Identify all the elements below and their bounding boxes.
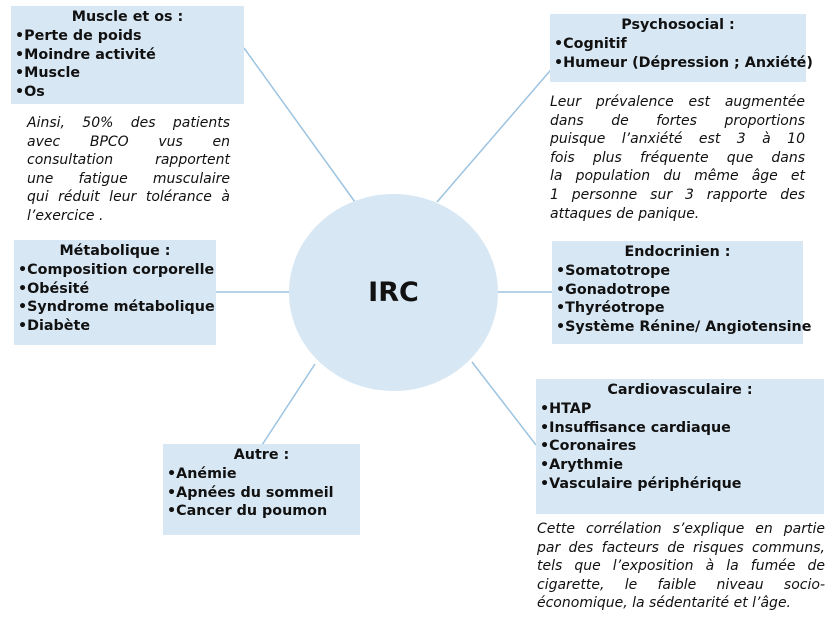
list-item: Coronaires (540, 437, 820, 456)
list-item: Thyréotrope (556, 299, 799, 318)
note-line: dans de fortes proportions (550, 112, 805, 129)
box-title: Cardiovasculaire : (607, 382, 753, 398)
list-item: Vasculaire périphérique (540, 475, 820, 494)
box-cardiovasculaire: Cardiovasculaire : HTAP Insuffisance car… (536, 379, 824, 514)
item-list: Anémie Apnées du sommeil Cancer du poumo… (167, 465, 356, 521)
list-item: Système Rénine/ Angiotensine (556, 318, 811, 337)
center-node-irc: IRC (289, 194, 498, 391)
box-muscle-os: Muscle et os : Perte de poids Moindre ac… (11, 6, 244, 104)
list-item: Humeur (Dépression ; Anxiété) (554, 54, 813, 73)
list-item: Insuffisance cardiaque (540, 419, 820, 438)
box-endocrinien: Endocrinien : Somatotrope Gonadotrope Th… (552, 241, 811, 344)
note-line: Ainsi, 50% des patients (27, 115, 230, 131)
list-item: Cancer du poumon (167, 502, 356, 521)
list-item: Composition corporelle (18, 261, 214, 280)
list-item: Apnées du sommeil (167, 484, 356, 503)
connector-muscle (243, 47, 356, 203)
item-list: Cognitif Humeur (Dépression ; Anxiété) (554, 35, 813, 73)
list-item: Anémie (167, 465, 356, 484)
box-title: Autre : (233, 447, 290, 463)
box-psychosocial: Psychosocial : Cognitif Humeur (Dépressi… (550, 14, 813, 82)
note-line: qui réduit leur tolérance à (27, 189, 230, 206)
note-line: attaques de panique. (550, 205, 700, 222)
note-line: avec BPCO vus en (27, 133, 230, 150)
note-cardiovasculaire: Cette corrélation s’explique en partie p… (537, 520, 825, 613)
list-item: Gonadotrope (556, 281, 799, 300)
note-line: puisque l’anxiété est 3 à 10 (550, 131, 805, 148)
item-list: HTAP Insuffisance cardiaque Coronaires A… (540, 400, 820, 494)
box-title: Psychosocial : (621, 17, 735, 33)
note-line: l’exercice . (27, 207, 104, 224)
connector-cardio (471, 361, 537, 446)
list-item: Moindre activité (15, 46, 240, 65)
list-item: Cognitif (554, 35, 802, 54)
note-line: consultation rapportent (27, 152, 230, 169)
list-item: HTAP (540, 400, 820, 419)
list-item: Obésité (18, 280, 212, 299)
note-line: 1 personne sur 3 rapporte des (550, 186, 805, 203)
box-autre: Autre : Anémie Apnées du sommeil Cancer … (163, 444, 360, 535)
list-item: Perte de poids (15, 27, 240, 46)
box-title: Muscle et os : (71, 9, 184, 25)
note-muscle: Ainsi, 50% des patients avec BPCO vus en… (27, 114, 230, 226)
box-title: Endocrinien : (624, 244, 731, 260)
box-metabolique: Métabolique : Composition corporelle Obé… (14, 240, 216, 345)
item-list: Composition corporelle Obésité Syndrome … (18, 261, 215, 336)
connector-autre (261, 363, 316, 446)
center-label: IRC (368, 277, 419, 308)
item-list: Somatotrope Gonadotrope Thyréotrope Syst… (556, 262, 811, 337)
note-line: la population du même âge et (550, 168, 805, 185)
note-psychosocial: Leur prévalence est augmentée dans de fo… (550, 93, 805, 223)
list-item: Diabète (18, 317, 212, 336)
list-item: Syndrome métabolique (18, 298, 215, 317)
list-item: Arythmie (540, 456, 820, 475)
note-line: tels que l’exposition à la fumée de (537, 558, 825, 575)
note-line: cigarette, le faible niveau socio- (537, 576, 825, 593)
box-title: Métabolique : (59, 243, 171, 259)
list-item: Somatotrope (556, 262, 799, 281)
item-list: Perte de poids Moindre activité Muscle O… (15, 27, 240, 102)
note-line: Leur prévalence est augmentée (550, 94, 805, 110)
note-line: économique, la sédentarité et l’âge. (537, 595, 792, 612)
list-item: Muscle (15, 64, 240, 83)
note-line: une fatigue musculaire (27, 170, 230, 187)
note-line: fois plus fréquente que dans (550, 149, 805, 166)
list-item: Os (15, 83, 240, 102)
connector-psycho (436, 49, 569, 203)
note-line: Cette corrélation s’explique en partie (537, 521, 825, 537)
note-line: par des facteurs de risques communs, (537, 539, 825, 556)
